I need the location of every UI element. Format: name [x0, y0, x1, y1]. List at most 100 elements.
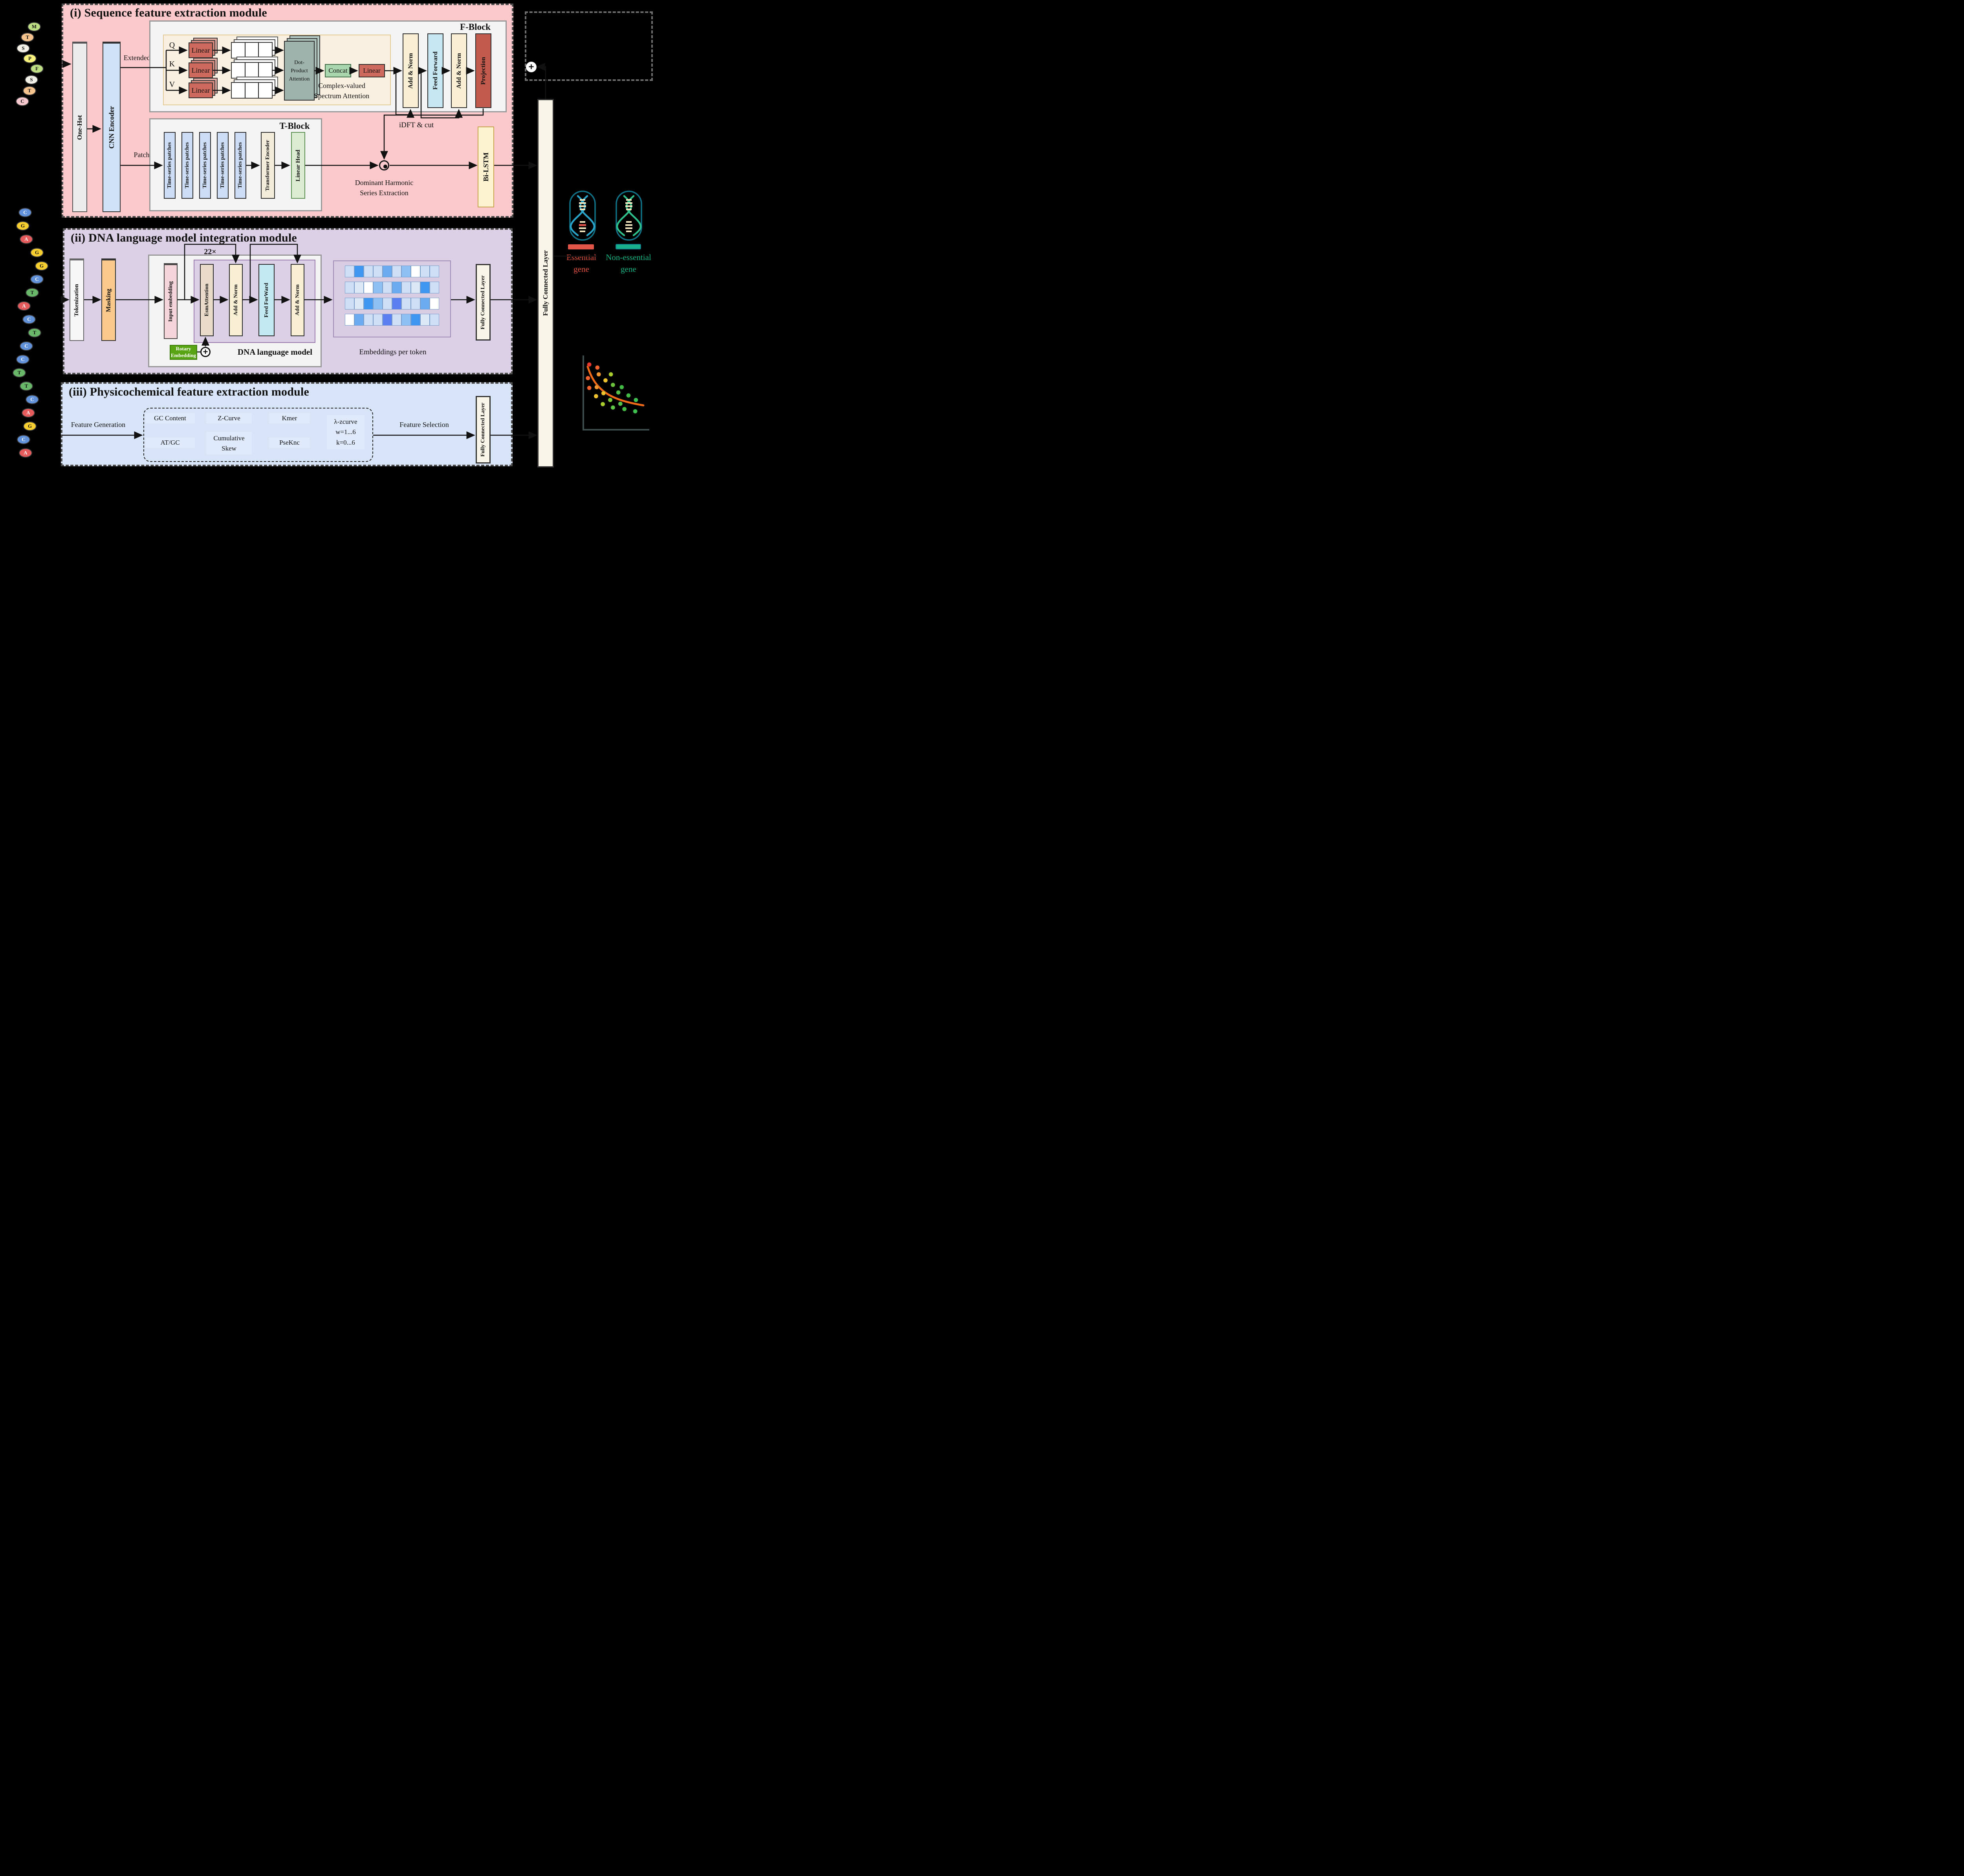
time-series-patches-bar: Time-series patches: [181, 132, 193, 199]
dna-base-chip: T: [26, 288, 39, 297]
fc-layer-m3-block: Fully Connected Layer: [476, 396, 491, 464]
dna-base-chip: C: [20, 341, 33, 351]
time-series-patches-label: Time-series patches: [184, 142, 190, 189]
output-dashed-box: [525, 11, 653, 81]
embedding-cell: [430, 298, 439, 310]
dna-base-chip: C: [26, 395, 39, 404]
embeddings-caption: Embeddings per token: [359, 348, 427, 356]
embedding-cell: [392, 314, 401, 326]
scatter-dot: [587, 362, 592, 367]
scatter-dot: [603, 378, 608, 383]
protein-residue-chip: S: [16, 44, 30, 53]
idft-cut-label: iDFT & cut: [399, 121, 434, 129]
fc-layer-m2-block: Fully Connected Layer: [476, 264, 491, 341]
embedding-cell: [401, 314, 411, 326]
essential-bar: [568, 244, 594, 249]
dna-base-chip: T: [13, 368, 26, 377]
one-hot-block: One-Hot: [72, 42, 87, 212]
scatter-dot: [608, 372, 614, 377]
feature-set-box: [143, 408, 373, 462]
embedding-cell: [373, 266, 383, 277]
add-norm2-block: Add & Norm: [451, 33, 467, 108]
protein-residue-chip: T: [21, 33, 34, 42]
protein-residue-chip: C: [16, 97, 29, 106]
scatter-dot: [601, 391, 606, 396]
module1-title: (i) Sequence feature extraction module: [70, 6, 267, 19]
time-series-patches-label: Time-series patches: [237, 142, 243, 189]
scatter-dot: [633, 398, 638, 403]
embedding-cell: [373, 298, 383, 310]
embedding-cell: [420, 314, 430, 326]
embedding-cell: [345, 314, 354, 326]
feed-forward-dlm-block: Feed ForWard: [258, 264, 275, 336]
embedding-cell: [430, 266, 439, 277]
scatter-dot: [594, 394, 599, 399]
embedding-cell: [430, 314, 439, 326]
embedding-row: [345, 266, 439, 277]
esm-attention-block: EsmAttention: [200, 264, 214, 336]
non-essential-bar: [616, 244, 641, 249]
v-label: V: [169, 80, 175, 89]
dna-base-chip: C: [30, 275, 44, 284]
bilstm-block: Bi-LSTM: [478, 126, 494, 207]
embedding-cell: [373, 282, 383, 293]
embedding-cell: [383, 266, 392, 277]
scatter-dot: [633, 409, 638, 414]
plus-circle-rotary-icon: +: [200, 347, 211, 357]
scatter-dot: [622, 407, 627, 412]
feed-forward-block: Feed Forward: [427, 33, 443, 108]
tokenization-block: Tokenization: [70, 258, 84, 341]
embedding-cell: [411, 266, 420, 277]
dna-base-chip: A: [19, 448, 32, 458]
embedding-row: [345, 298, 439, 310]
non-essential-capsule-icon: [616, 191, 642, 241]
scatter-dot: [600, 401, 605, 407]
scatter-dot: [626, 393, 631, 398]
dna-base-chip: G: [30, 248, 44, 257]
k-label: K: [169, 60, 175, 68]
embedding-cell: [420, 282, 430, 293]
dna-base-chip: C: [17, 435, 30, 444]
dna-base-chip: C: [16, 355, 29, 364]
embedding-cell: [383, 314, 392, 326]
one-hot-label: One-Hot: [76, 115, 83, 140]
embedding-cell: [411, 298, 420, 310]
dlm-label: DNA language model: [237, 347, 313, 357]
embedding-cell: [345, 282, 354, 293]
cnn-encoder-label: CNN Encoder: [107, 106, 115, 149]
add-norm1-dlm-block: Add & Norm: [229, 264, 243, 336]
scatter-dot: [587, 385, 592, 390]
time-series-patches-bar: Time-series patches: [164, 132, 176, 199]
module-physicochemical: [61, 382, 513, 466]
embedding-cell: [383, 298, 392, 310]
dna-base-chip: A: [17, 301, 31, 311]
embedding-cell: [364, 298, 373, 310]
linear-out-block: Linear: [359, 64, 385, 77]
dna-base-chip: G: [16, 221, 29, 231]
scatter-dot: [616, 390, 621, 395]
dna-base-chip: T: [20, 381, 33, 391]
dna-base-chip: A: [20, 234, 33, 244]
q-label: Q: [169, 41, 175, 49]
trend-curve: [586, 365, 645, 407]
embedding-cell: [364, 282, 373, 293]
v-cells: [231, 82, 273, 99]
feature-kmer: Kmer: [269, 413, 310, 423]
transformer-encoder-block: Transformer Encoder: [261, 132, 275, 199]
feature-zcurve: Z-Curve: [206, 413, 252, 423]
protein-residue-chip: S: [25, 75, 38, 84]
dna-base-chip: C: [18, 208, 32, 217]
essential-capsule-icon: [569, 191, 596, 241]
protein-residue-chip: M: [27, 22, 41, 31]
t-block-title: T-Block: [279, 121, 310, 131]
input-embedding-block: Input embedding: [164, 263, 178, 339]
dna-base-chip: A: [22, 408, 35, 418]
gene-scatter-plot: [583, 355, 649, 431]
embedding-cell: [392, 282, 401, 293]
figure-canvas: (i) Sequence feature extraction module O…: [0, 0, 656, 469]
projection-block: Projection: [475, 33, 491, 108]
protein-residue-chip: F: [30, 64, 44, 73]
